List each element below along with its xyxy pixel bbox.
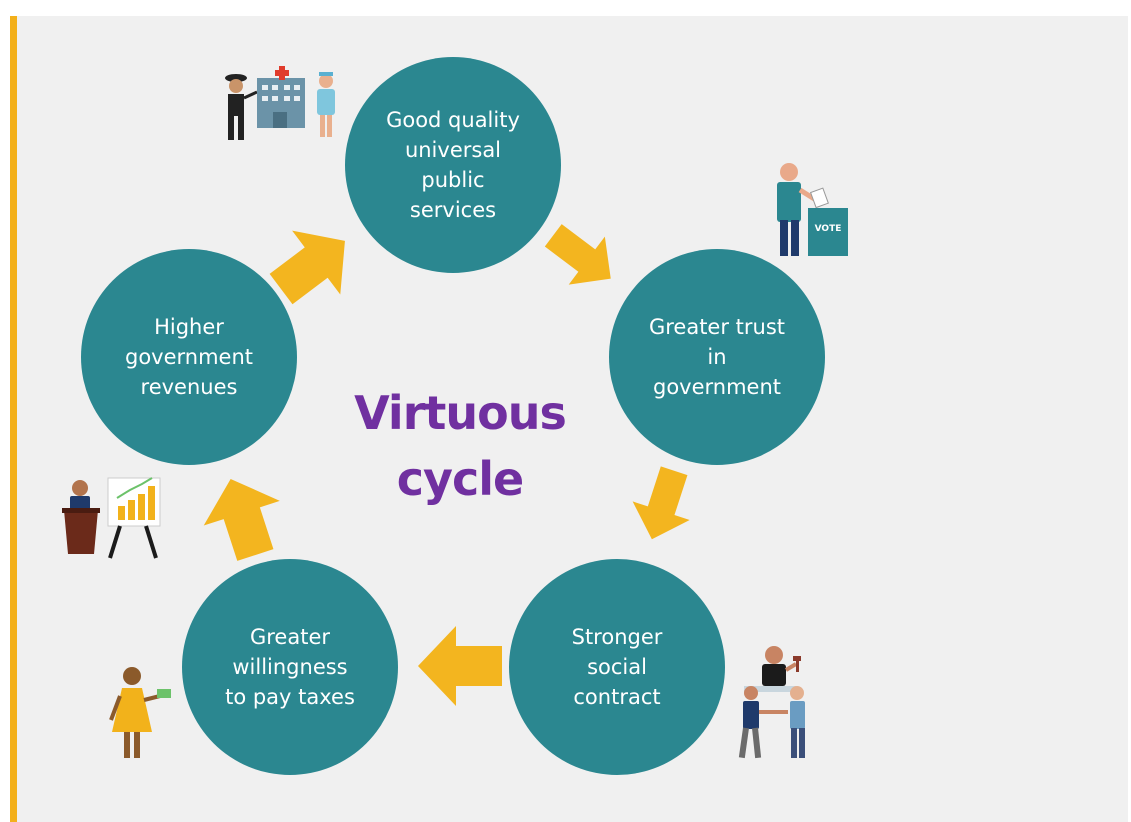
hospital-icon <box>257 66 305 128</box>
voting-icon: VOTE <box>777 163 848 256</box>
vote-box-label: VOTE <box>815 224 842 234</box>
arrow-contract-to-taxes <box>418 626 502 706</box>
node-greater-willingness-to-pay-taxes: Greater willingness to pay taxes <box>182 559 398 775</box>
social-contract-icon <box>738 646 805 759</box>
accent-bar <box>10 16 17 822</box>
node-stronger-social-contract: Stronger social contract <box>509 559 725 775</box>
revenue-presentation-icon <box>62 477 161 559</box>
diagram-title: Virtuous cycle <box>354 386 567 506</box>
arrow-services-to-trust <box>544 224 611 285</box>
node-higher-government-revenues: Higher government revenues <box>81 249 297 465</box>
nurse-icon <box>317 72 335 137</box>
arrow-revenues-to-services <box>269 230 345 305</box>
node-good-quality-public-services: Good quality universal public services <box>345 57 561 273</box>
taxpayer-icon <box>109 667 171 758</box>
node-greater-trust-in-government: Greater trust in government <box>609 249 825 465</box>
official-figure-icon <box>225 74 258 140</box>
public-services-icon <box>225 66 335 140</box>
arrow-trust-to-contract <box>632 466 690 540</box>
arrow-taxes-to-revenues <box>203 478 280 561</box>
